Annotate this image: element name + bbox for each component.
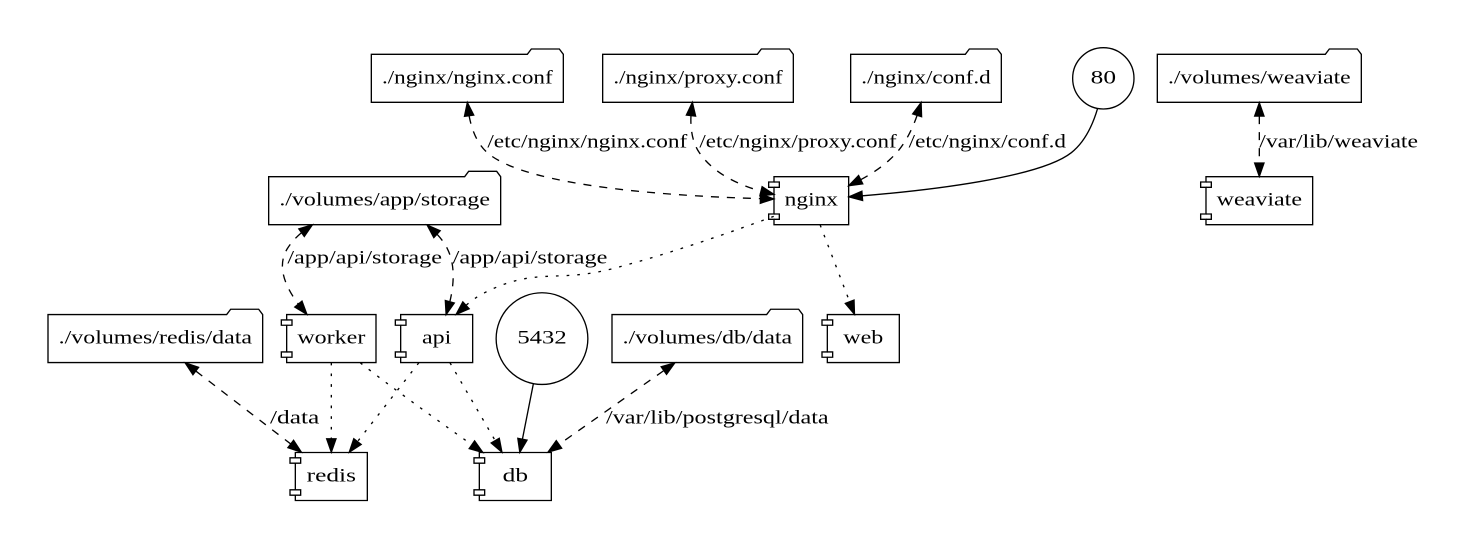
svg-text:web: web [843,328,883,349]
svg-text:api: api [422,328,451,349]
svg-text:./volumes/weaviate: ./volumes/weaviate [1168,67,1351,88]
svg-text:worker: worker [297,328,366,349]
svg-text:db: db [503,465,528,486]
svg-text:./nginx/nginx.conf: ./nginx/nginx.conf [382,67,554,88]
svg-text:/etc/nginx/nginx.conf: /etc/nginx/nginx.conf [487,132,688,153]
svg-text:./nginx/proxy.conf: ./nginx/proxy.conf [613,67,783,88]
svg-text:./volumes/redis/data: ./volumes/redis/data [59,328,253,349]
svg-text:./nginx/conf.d: ./nginx/conf.d [861,67,991,88]
svg-text:./volumes/app/storage: ./volumes/app/storage [279,190,490,211]
svg-text:weaviate: weaviate [1217,190,1302,211]
svg-text:redis: redis [307,465,356,486]
svg-text:80: 80 [1091,67,1116,88]
svg-text:/etc/nginx/proxy.conf: /etc/nginx/proxy.conf [699,132,897,153]
svg-text:/app/api/storage: /app/api/storage [287,248,442,269]
svg-text:5432: 5432 [517,328,566,349]
svg-text:/var/lib/weaviate: /var/lib/weaviate [1259,132,1418,153]
svg-text:/app/api/storage: /app/api/storage [453,248,608,269]
svg-text:/etc/nginx/conf.d: /etc/nginx/conf.d [909,132,1067,153]
svg-text:nginx: nginx [785,190,839,211]
svg-text:/var/lib/postgresql/data: /var/lib/postgresql/data [606,407,830,428]
svg-text:/data: /data [270,407,320,428]
svg-text:./volumes/db/data: ./volumes/db/data [623,328,793,349]
